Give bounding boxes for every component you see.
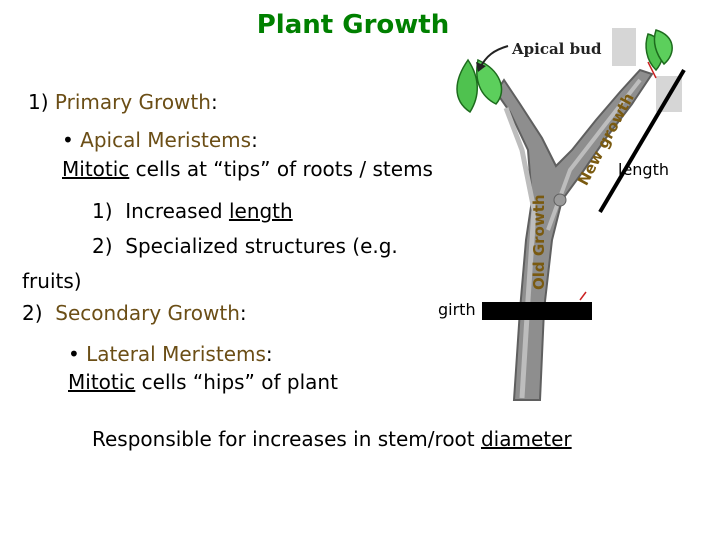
responsible-statement: Responsible for increases in stem/root d…: [92, 427, 572, 451]
apical-bud-arrowhead: [476, 62, 486, 72]
secondary-number: 2): [22, 301, 43, 325]
secondary-colon: :: [239, 301, 247, 325]
new-growth-tick: [647, 61, 657, 79]
apical-bud-arrow: [479, 45, 509, 69]
diameter-term: diameter: [480, 427, 572, 451]
page-title: Plant Growth: [256, 10, 450, 40]
secondary-heading-text: Secondary Growth: [55, 301, 240, 325]
specialized-structures-item: 2) Specialized structures (e.g.: [92, 234, 398, 258]
item2-text: Specialized structures (e.g.: [125, 234, 398, 258]
item1-underlined: length: [228, 199, 293, 223]
specialized-structures-wrap: fruits): [22, 269, 82, 293]
bullet: •: [62, 128, 74, 152]
lateral-meristems-colon: :: [265, 342, 273, 366]
apical-meristems-colon: :: [251, 128, 258, 152]
primary-colon: :: [210, 90, 218, 114]
primary-number: 1): [28, 90, 49, 114]
stem-shape: [494, 68, 654, 401]
item1-number: 1): [92, 199, 113, 223]
apical-desc-text: cells at “tips” of roots / stems: [129, 157, 433, 181]
item1-text: Increased: [125, 199, 229, 223]
lateral-meristems-label: Lateral Meristems: [86, 342, 266, 366]
length-label: length: [618, 160, 669, 179]
apical-bud-label: Apical bud: [512, 40, 602, 58]
apical-meristems-description: Mitotic cells at “tips” of roots / stems: [62, 157, 433, 181]
leaf-left-1: [456, 58, 478, 114]
responsible-text: Responsible for increases in stem/root: [92, 427, 481, 451]
mitotic-term: Mitotic: [62, 157, 130, 181]
secondary-growth-heading: 2) Secondary Growth:: [22, 301, 247, 325]
mitotic-term: Mitotic: [68, 370, 136, 394]
leaf-left-2: [476, 58, 503, 105]
girth-label: girth: [438, 300, 476, 319]
old-growth-label: Old Growth: [530, 194, 548, 290]
increased-length-item: 1) Increased length: [92, 199, 293, 223]
lateral-desc-text: cells “hips” of plant: [135, 370, 338, 394]
primary-heading-text: Primary Growth: [54, 90, 211, 114]
apical-meristems-item: • Apical Meristems:: [62, 128, 258, 152]
item2-number: 2): [92, 234, 113, 258]
apical-meristems-label: Apical Meristems: [80, 128, 252, 152]
lateral-meristems-item: • Lateral Meristems:: [68, 342, 273, 366]
primary-growth-heading: 1) Primary Growth:: [28, 90, 218, 114]
lateral-meristems-description: Mitotic cells “hips” of plant: [68, 370, 338, 394]
bullet: •: [68, 342, 80, 366]
girth-tick: [579, 291, 587, 301]
stem-node: [553, 193, 567, 207]
gray-block-right: [656, 76, 682, 112]
girth-marker-bar: [482, 302, 592, 320]
